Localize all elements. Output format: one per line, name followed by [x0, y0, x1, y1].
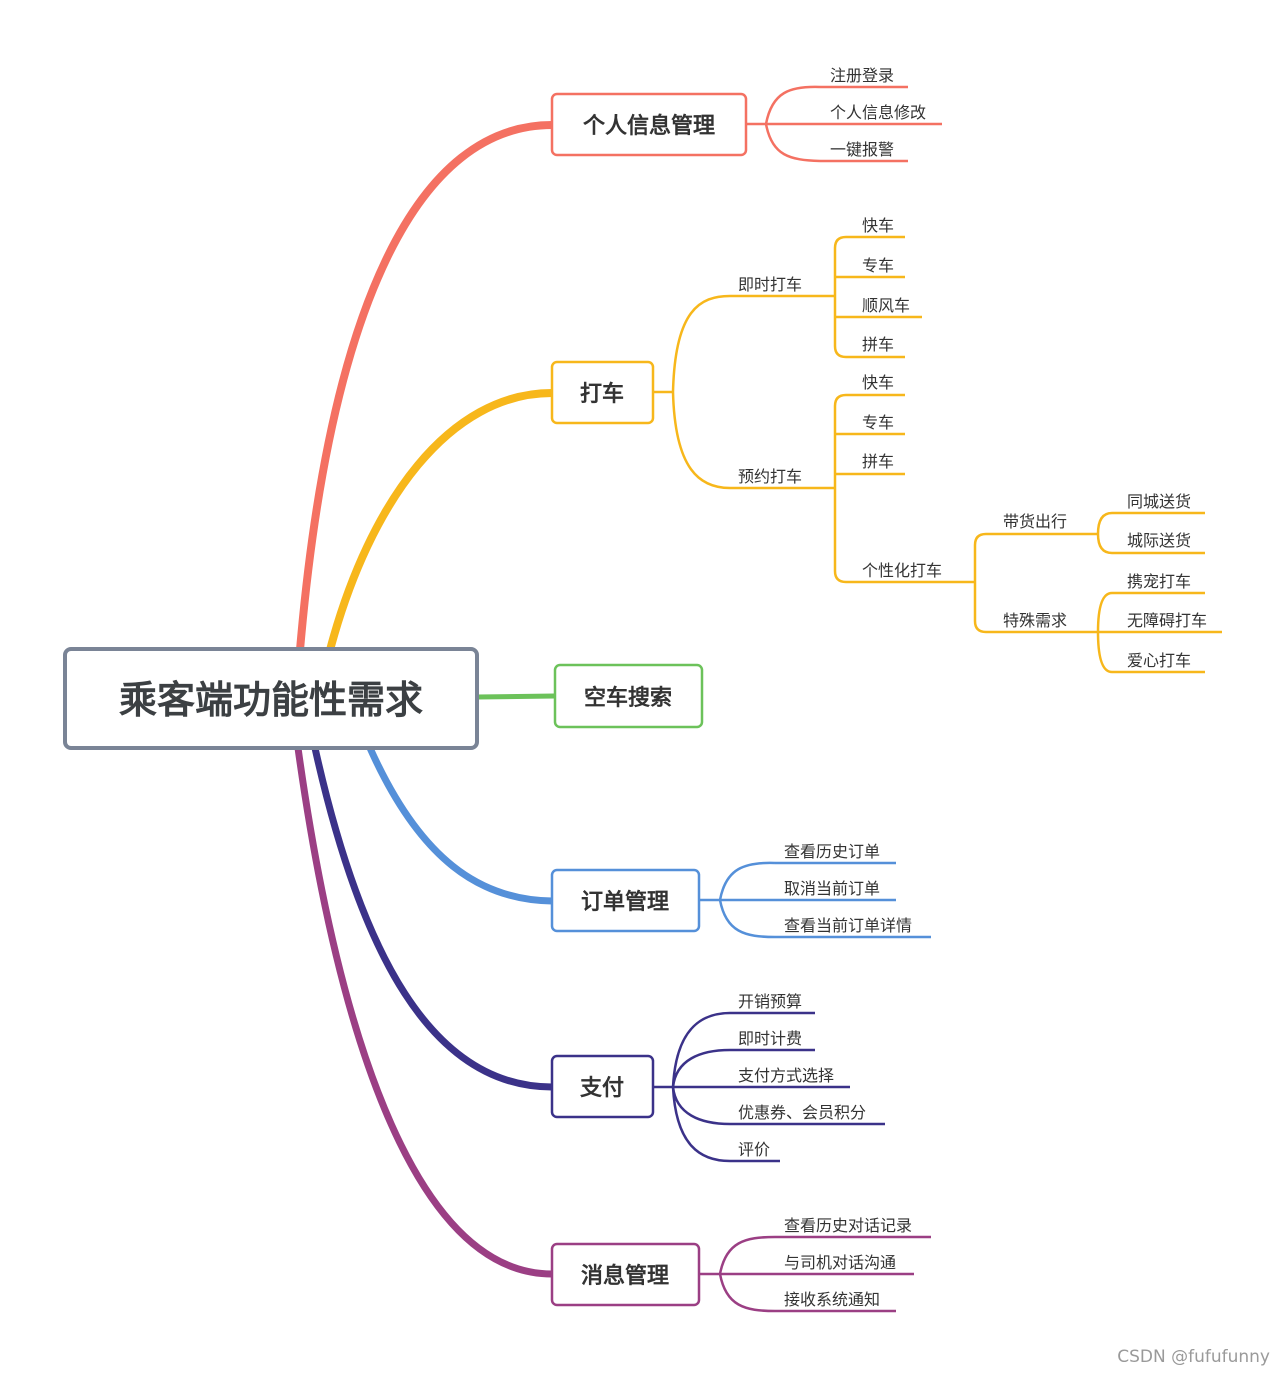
- node-personal[interactable]: 个人信息管理: [550, 92, 748, 157]
- leaf-special-2[interactable]: 无障碍打车: [1127, 611, 1207, 630]
- orders-connectors: [699, 861, 931, 939]
- node-search[interactable]: 空车搜索: [553, 663, 704, 729]
- leaf-special-3[interactable]: 爱心打车: [1127, 651, 1191, 670]
- leaf-payment-3[interactable]: 支付方式选择: [738, 1066, 834, 1085]
- node-payment-label: 支付: [580, 1076, 624, 1101]
- leaf-personal-1[interactable]: 注册登录: [830, 66, 894, 85]
- messages-connectors: [699, 1235, 931, 1313]
- root-label: 乘客端功能性需求: [119, 678, 423, 722]
- leaf-special-1[interactable]: 携宠打车: [1127, 572, 1191, 591]
- taxi-connectors: [653, 235, 1222, 674]
- leaf-messages-2[interactable]: 与司机对话沟通: [784, 1253, 896, 1272]
- taxi-instant-label[interactable]: 即时打车: [738, 275, 802, 294]
- leaf-personal-2[interactable]: 个人信息修改: [830, 103, 926, 122]
- leaf-instant-2[interactable]: 专车: [862, 256, 894, 275]
- curve-to-messages: [294, 744, 556, 1278]
- curve-to-taxi: [326, 389, 556, 654]
- leaf-reserve-3[interactable]: 拼车: [862, 452, 894, 471]
- leaf-payment-4[interactable]: 优惠券、会员积分: [738, 1103, 866, 1122]
- leaf-payment-5[interactable]: 评价: [738, 1140, 770, 1159]
- leaf-instant-4[interactable]: 拼车: [862, 335, 894, 354]
- leaf-reserve-1[interactable]: 快车: [862, 373, 894, 392]
- leaf-payment-1[interactable]: 开销预算: [738, 992, 802, 1011]
- leaf-messages-1[interactable]: 查看历史对话记录: [784, 1216, 912, 1235]
- root-node[interactable]: 乘客端功能性需求: [63, 647, 479, 750]
- leaf-personal-3[interactable]: 一键报警: [830, 140, 894, 159]
- node-messages[interactable]: 消息管理: [550, 1242, 701, 1307]
- taxi-reserve-label[interactable]: 预约打车: [738, 467, 802, 486]
- node-taxi-label: 打车: [580, 381, 624, 407]
- node-orders-label: 订单管理: [581, 889, 669, 915]
- node-payment[interactable]: 支付: [550, 1054, 655, 1119]
- node-search-label: 空车搜索: [584, 685, 672, 711]
- curve-to-payment: [311, 744, 556, 1091]
- node-taxi[interactable]: 打车: [550, 360, 655, 425]
- leaf-reserve-2[interactable]: 专车: [862, 413, 894, 432]
- node-orders[interactable]: 订单管理: [550, 868, 701, 933]
- main-branch-curves: [294, 121, 558, 1278]
- personal-connectors: [746, 85, 942, 163]
- payment-connectors: [653, 1011, 885, 1163]
- leaf-orders-2[interactable]: 取消当前订单: [784, 879, 880, 898]
- taxi-special-label[interactable]: 特殊需求: [1003, 611, 1067, 630]
- curve-to-search: [474, 693, 558, 700]
- node-messages-label: 消息管理: [581, 1263, 669, 1289]
- leaf-messages-3[interactable]: 接收系统通知: [784, 1290, 880, 1309]
- watermark: CSDN @fufufunny: [1117, 1347, 1270, 1367]
- leaf-orders-1[interactable]: 查看历史订单: [784, 842, 880, 861]
- node-personal-label: 个人信息管理: [583, 113, 715, 139]
- curve-to-personal: [296, 121, 556, 654]
- leaf-goods-2[interactable]: 城际送货: [1127, 531, 1191, 550]
- leaf-goods-1[interactable]: 同城送货: [1127, 492, 1191, 511]
- leaf-instant-3[interactable]: 顺风车: [862, 296, 910, 315]
- leaf-payment-2[interactable]: 即时计费: [738, 1029, 802, 1048]
- leaf-orders-3[interactable]: 查看当前订单详情: [784, 916, 912, 935]
- curve-to-orders: [366, 744, 556, 905]
- taxi-goods-label[interactable]: 带货出行: [1003, 512, 1067, 531]
- leaf-instant-1[interactable]: 快车: [862, 216, 894, 235]
- taxi-personalized-label[interactable]: 个性化打车: [862, 561, 942, 580]
